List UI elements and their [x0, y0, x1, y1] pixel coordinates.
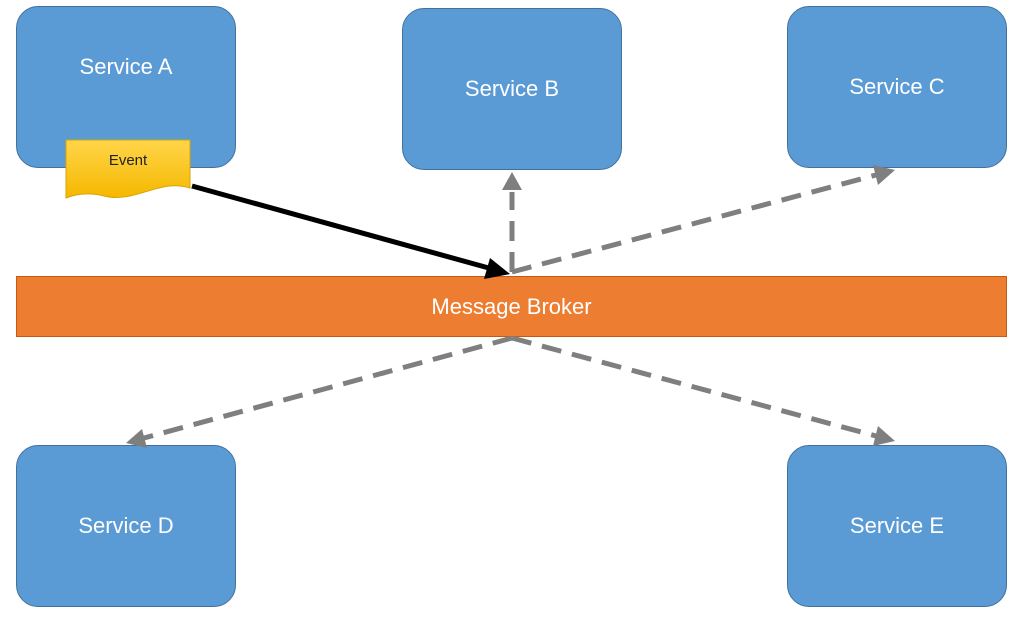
- event-note: Event: [64, 138, 192, 202]
- service-d-box: Service D: [16, 445, 236, 607]
- deliver-arrow-service-d: [126, 335, 513, 448]
- message-broker-label: Message Broker: [431, 293, 592, 319]
- deliver-arrow-service-e: [511, 335, 895, 446]
- deliver-arrow-service-c: [511, 165, 895, 275]
- service-c-label: Service C: [849, 74, 945, 99]
- event-label: Event: [108, 152, 148, 169]
- service-e-label: Service E: [849, 513, 945, 538]
- event-note-shape: [65, 139, 191, 199]
- service-c-box: Service C: [787, 6, 1007, 168]
- message-broker-bar: Message Broker: [16, 276, 1007, 337]
- service-d-label: Service D: [78, 513, 174, 538]
- deliver-arrow-service-b: [502, 172, 522, 272]
- service-e-box: Service E: [787, 445, 1007, 607]
- service-a-label: Service A: [79, 54, 173, 79]
- service-b-label: Service B: [464, 76, 560, 101]
- publish-arrow: [191, 183, 510, 279]
- service-b-box: Service B: [402, 8, 622, 170]
